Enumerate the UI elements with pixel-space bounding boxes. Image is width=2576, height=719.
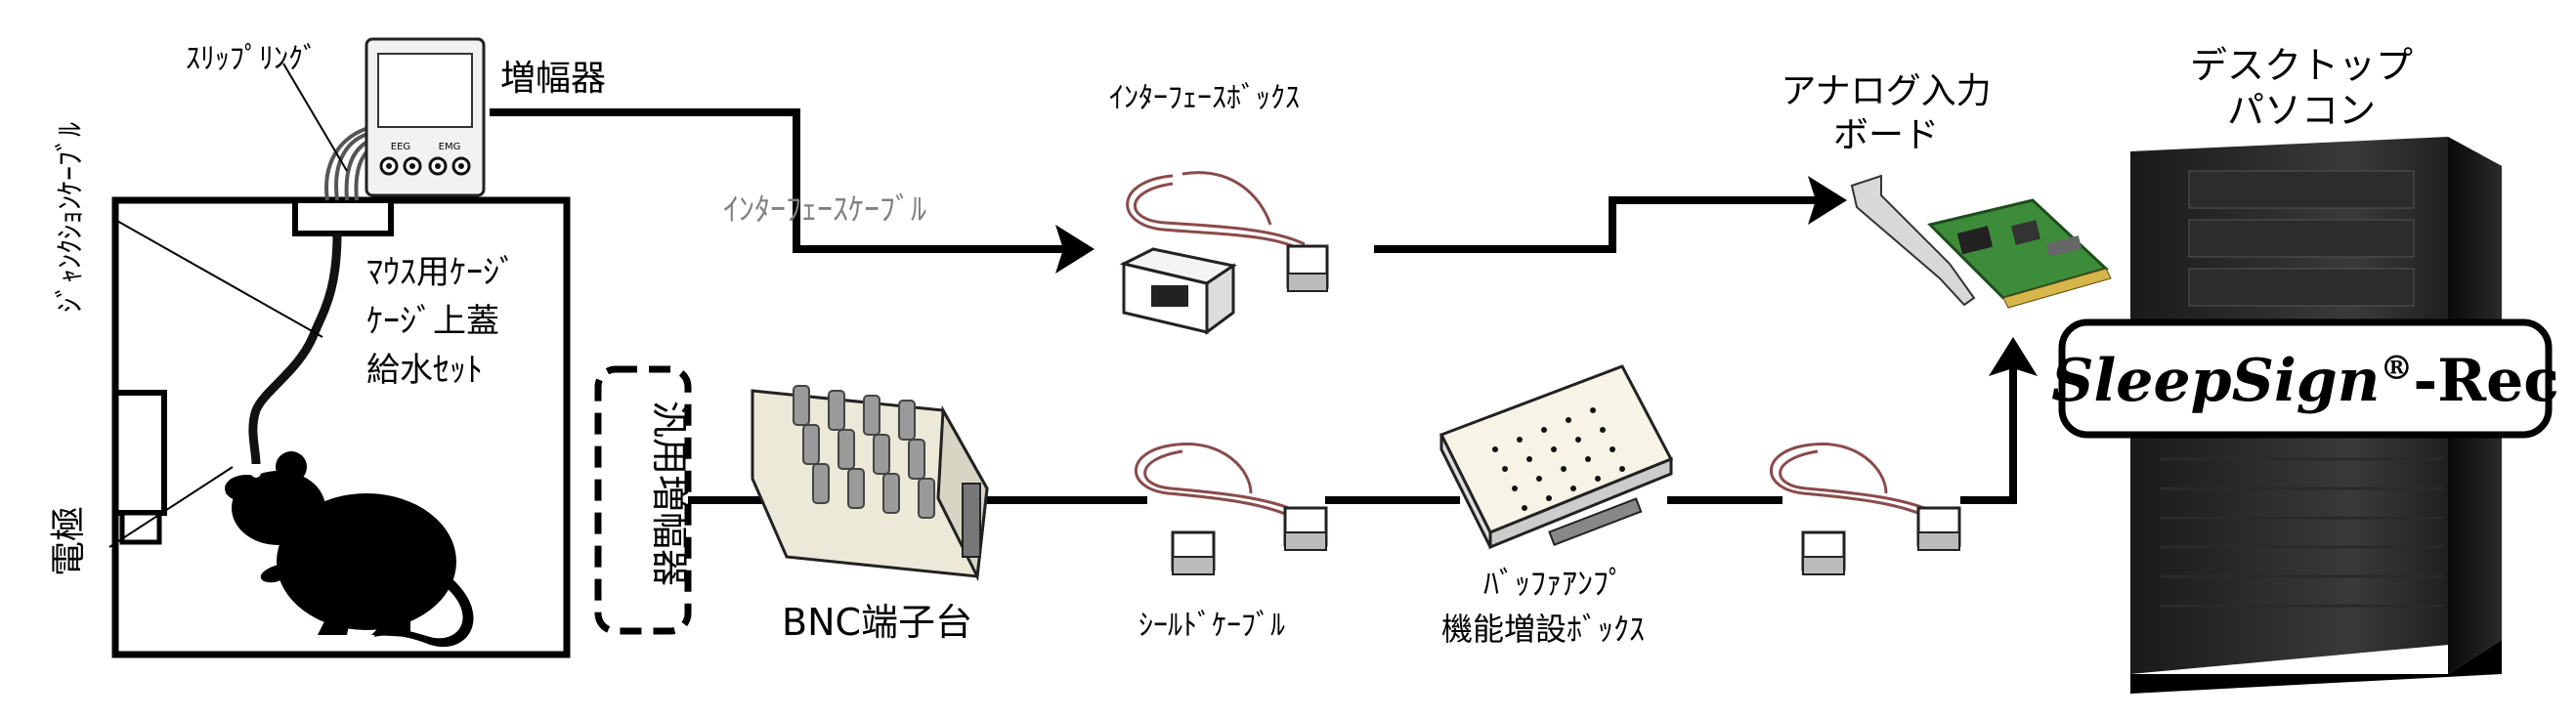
buffer-box-icon [1438,364,1674,550]
cage-label-3: 給水ｾｯﾄ [366,351,483,390]
interface-box-icon [1119,247,1237,335]
arrow-to-analog-board [1808,176,1847,225]
sleepsign-title: SleepSign®-Rec [2051,347,2559,415]
line-to-board-up [1960,353,2017,504]
amplifier-icon: EEG EMG [365,37,486,197]
cage-label-2: ｹｰｼﾞ上蓋 [366,302,499,341]
bnc-label: BNC端子台 [782,601,972,644]
water-bottle-bracket [115,390,167,516]
slipring-pointer [282,63,348,172]
general-amp-label: 汎用増幅器 [648,401,691,586]
line-interface-to-board [1374,196,1831,253]
slip-ring-label: ｽﾘｯﾌﾟﾘﾝｸﾞ [186,42,318,76]
pc-label-1: デスクトップ [2190,44,2413,87]
junction-pointer [114,219,323,338]
bnc-terminal-icon [751,385,989,582]
interface-cable-icon [1126,171,1329,292]
analog-board-icon [1850,174,2112,309]
junction-cable-label: ｼﾞｬﾝｸｼｮﾝｹｰﾌﾞﾙ [54,122,88,313]
mouse-icon [225,451,474,648]
arrowheads [1055,176,2038,376]
brand-suffix: -Rec [2413,347,2558,415]
shield-cable-label: ｼｰﾙﾄﾞｹｰﾌﾞﾙ [1138,609,1285,643]
pc-label-2: パソコン [2227,89,2376,132]
interface-box-label: ｲﾝﾀｰﾌｪｰｽﾎﾞｯｸｽ [1109,81,1300,115]
shield-cable-icon [1135,442,1328,575]
amplifier-label: 増幅器 [500,59,606,99]
brand-name: SleepSign [2051,347,2380,415]
arrow-up-to-board [1989,337,2038,376]
junction-cable-line [248,233,342,465]
line-amp-to-interface [490,108,1074,253]
electrode-label: 電極 [49,506,89,576]
mouse-cage [108,63,571,658]
amp-eeg-label: EEG [391,142,410,152]
arrow-to-interface-box [1055,225,1095,274]
lid-connector [292,197,394,236]
amp-emg-label: EMG [439,142,461,152]
brand-mark: ® [2380,349,2413,388]
general-amp-box [594,365,692,635]
sleepsign-badge [2058,318,2553,439]
electrode-pointer [108,466,234,548]
analog-board-label-2: ボード [1833,115,1939,155]
buffer-label-2: 機能増設ﾎﾞｯｸｽ [1441,611,1645,648]
board-cable-icon [1770,442,1961,575]
connection-lines [490,108,2017,504]
buffer-label-1: ﾊﾞｯﾌｧｱﾝﾌﾟ [1483,565,1624,602]
interface-cable-label: ｲﾝﾀｰﾌｪｰｽｹｰﾌﾞﾙ [723,190,926,228]
cage-label-1: ﾏｳｽ用ｹｰｼﾞ [366,253,516,292]
analog-board-label-1: アナログ入力 [1781,71,1991,111]
